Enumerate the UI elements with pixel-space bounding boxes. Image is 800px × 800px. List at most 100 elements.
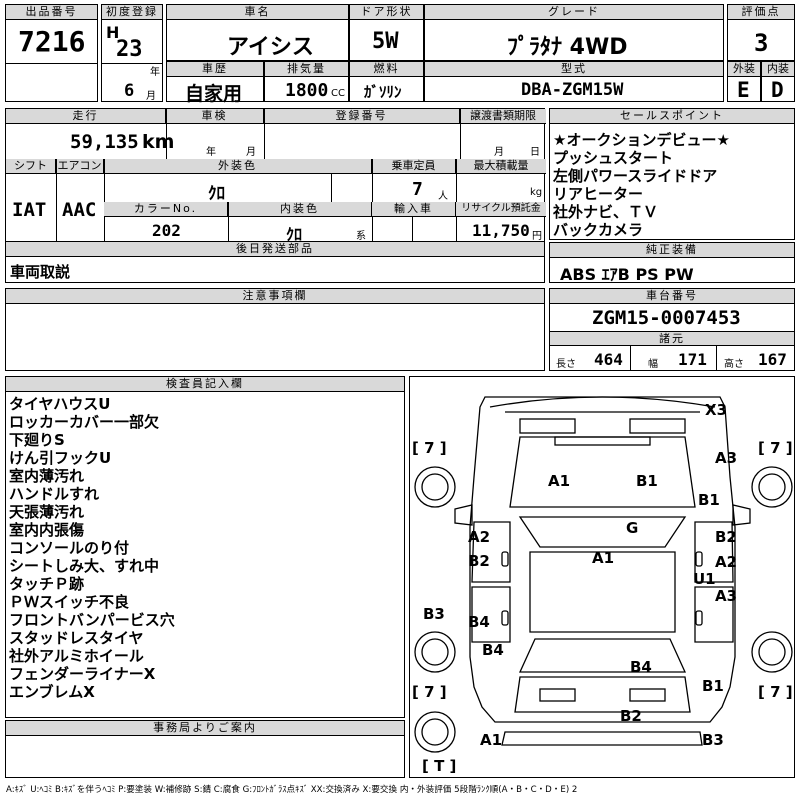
- shift: IAT: [12, 199, 47, 221]
- reg-no-label: 登録番号: [264, 109, 460, 124]
- capacity-label: 乗車定員: [372, 159, 456, 174]
- ac: AAC: [62, 199, 97, 221]
- sales-point-list: ★オークションデビュー★ プッシュスタート 左側パワースライドドア リアヒーター…: [553, 131, 730, 239]
- chassis-box: 車台番号 ZGM15-0007453 諸元 長さ 464 幅 171 高さ 16…: [549, 288, 795, 371]
- tire-fl-depth: [ 7 ]: [412, 439, 447, 457]
- first-reg-label: 初度登録: [102, 5, 162, 20]
- first-reg-month: 6: [124, 81, 135, 101]
- ext-color: ｸﾛ: [208, 184, 225, 204]
- model-box: 型式 DBA-ZGM15W: [424, 61, 724, 102]
- model: DBA-ZGM15W: [521, 80, 624, 100]
- cc-unit: CC: [331, 88, 345, 99]
- inspector-box: 検査員記入欄 タイヤハウスU ロッカーカバー一部欠 下廻りS けん引フックU 室…: [5, 376, 405, 718]
- doors-box: ドア形状 5W: [349, 4, 424, 61]
- damage-mark: B1: [636, 472, 658, 490]
- damage-mark: B2: [715, 528, 737, 546]
- right-front-door: [694, 521, 734, 583]
- equipment: ABS ｴｱB PS PW: [560, 265, 694, 284]
- sales-point-item: バックカメラ: [553, 221, 644, 239]
- length: 464: [594, 350, 623, 369]
- ext-color-label: 外装色: [104, 159, 372, 174]
- damage-mark: B4: [482, 641, 504, 659]
- inspector-note: シートしみ大、すれ中: [9, 557, 160, 575]
- car-name: アイシス: [227, 35, 314, 60]
- grade-box: グレード ﾌﾟﾗﾀﾅ 4WD: [424, 4, 724, 61]
- tire-rear-left: [414, 631, 456, 673]
- yen-unit: 円: [532, 231, 542, 242]
- damage-mark: A3: [715, 449, 738, 467]
- tire-spare-mark: [ T ]: [422, 757, 457, 775]
- inspector-note: ＰＷスイッチ不良: [9, 593, 130, 611]
- year-unit: 年: [150, 67, 160, 78]
- recycle-label: リサイクル預託金: [456, 202, 546, 217]
- import-label: 輸入車: [372, 202, 456, 217]
- exterior-box: 外装 E: [727, 61, 761, 102]
- color-no-label: カラーNo.: [104, 202, 228, 217]
- damage-mark: X3: [705, 401, 728, 419]
- interior-label: 内装: [762, 62, 794, 77]
- mileage: 59,135: [70, 131, 139, 153]
- sales-point-item: 左側パワースライドドア: [553, 167, 718, 185]
- damage-mark: B3: [702, 731, 724, 749]
- tire-front-right: [751, 466, 793, 508]
- model-label: 型式: [425, 62, 723, 77]
- int-color-label: 内装色: [228, 202, 372, 217]
- inspector-note: コンソールのり付: [9, 539, 130, 557]
- inspector-label: 検査員記入欄: [6, 377, 404, 392]
- rear-bumper: [539, 688, 576, 702]
- history-label: 車歴: [167, 62, 263, 77]
- lot-label: 出品番号: [6, 5, 97, 20]
- first-reg-box: 初度登録 H 23 年 6 月: [101, 4, 163, 102]
- damage-mark: B1: [702, 677, 724, 695]
- damage-mark: A1: [592, 549, 615, 567]
- shift-label: シフト: [6, 159, 56, 174]
- sales-point-item: ★オークションデビュー★: [553, 131, 730, 149]
- inspector-note: 室内内張傷: [9, 521, 85, 539]
- kei-unit: 系: [356, 231, 366, 242]
- damage-mark: A2: [468, 528, 491, 546]
- office-box: 事務局よりご案内: [5, 720, 405, 778]
- score-box: 評価点 3: [727, 4, 795, 61]
- left-front-door: [471, 521, 511, 583]
- inspector-note: タッチＰ跡: [9, 575, 85, 593]
- interior-box: 内装 D: [761, 61, 795, 102]
- mirror-left: [454, 504, 473, 526]
- tire-rear-right: [751, 631, 793, 673]
- height: 167: [758, 350, 787, 369]
- fuel: ｶﾞｿﾘﾝ: [364, 83, 402, 101]
- inspector-note: フェンダーライナーX: [9, 665, 156, 683]
- displacement: 1800: [285, 80, 329, 101]
- sales-point-item: プッシュスタート: [553, 149, 674, 167]
- interior-grade: D: [771, 78, 784, 102]
- chassis-label: 車台番号: [550, 289, 794, 304]
- car-diagram-box: [ 7 ] [ 7 ] [ 7 ] [ 7 ] [ T ] X3 A1 B1 A…: [409, 376, 795, 778]
- car-name-box: 車名 アイシス: [166, 4, 349, 61]
- inspector-note: 室内薄汚れ: [9, 467, 85, 485]
- lot-number: 7216: [18, 25, 86, 58]
- inspector-note: けん引フックU: [9, 449, 112, 467]
- damage-mark: A2: [715, 553, 738, 571]
- office-label: 事務局よりご案内: [6, 721, 404, 736]
- transfer-month-unit: 月: [494, 147, 504, 158]
- hood-panel: [509, 436, 696, 508]
- roof-panel: [529, 551, 676, 633]
- inspector-note: ハンドルすれ: [9, 485, 100, 503]
- car-diagram: [414, 396, 793, 753]
- width-label: 幅: [648, 359, 658, 370]
- inspector-note: エンブレムX: [9, 683, 95, 701]
- damage-mark: B2: [468, 552, 490, 570]
- tire-front-left: [414, 466, 456, 508]
- later-parts-label: 後日発送部品: [6, 242, 544, 257]
- inspector-note: 天張薄汚れ: [9, 503, 85, 521]
- right-rear-door: [694, 586, 734, 643]
- damage-mark: U1: [693, 570, 716, 588]
- color-no: 202: [152, 221, 181, 240]
- equipment-label: 純正装備: [550, 243, 794, 258]
- grade-label: グレード: [425, 5, 723, 20]
- history-box: 車歴 自家用: [166, 61, 264, 105]
- inspector-note: タイヤハウスU: [9, 395, 111, 413]
- recycle: 11,750: [472, 221, 530, 240]
- inspector-note: 下廻りS: [9, 431, 65, 449]
- length-label: 長さ: [556, 359, 576, 370]
- sales-point-item: リアヒーター: [553, 185, 644, 203]
